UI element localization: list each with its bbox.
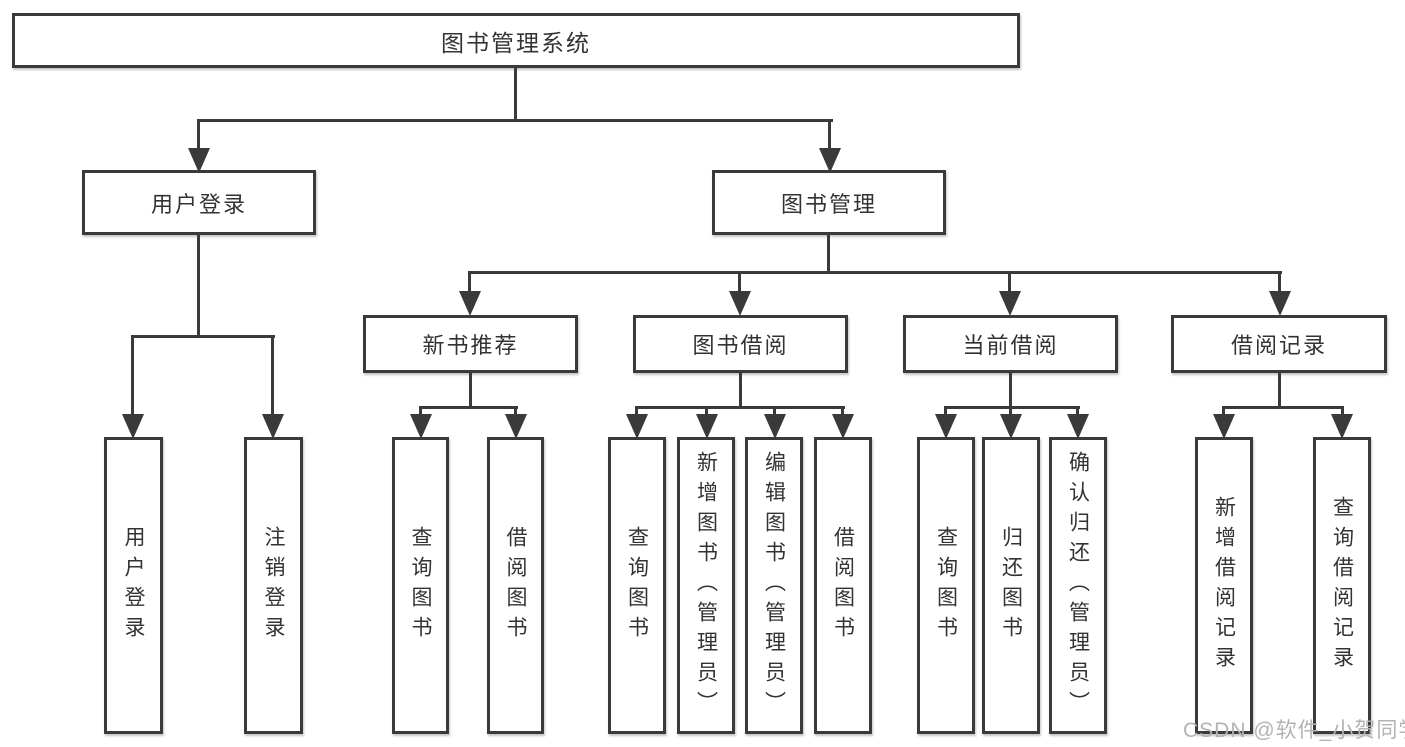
leaf-return-books: 归还图书: [982, 437, 1040, 734]
node-book-borrow-label: 图书借阅: [692, 333, 789, 358]
leaf-query-borrow-record: 查询借阅记录: [1313, 437, 1371, 734]
node-user-login-label: 用户登录: [150, 191, 247, 217]
leaf-query-books-recommend-label: 查询图书: [409, 525, 432, 646]
connector-line: [1008, 271, 1011, 293]
connector-line: [841, 406, 844, 418]
node-user-login: 用户登录: [82, 170, 316, 235]
connector-line: [773, 406, 776, 418]
arrow-down-icon: [729, 291, 751, 316]
leaf-query-books-recommend: 查询图书: [392, 437, 449, 734]
arrow-down-icon: [1213, 414, 1235, 439]
arrow-down-icon: [696, 414, 718, 439]
connector-line: [468, 271, 471, 293]
node-book-borrow: 图书借阅: [633, 315, 848, 373]
leaf-query-books-borrow-label: 查询图书: [625, 525, 649, 646]
leaf-borrow-books: 借阅图书: [814, 437, 872, 734]
arrow-down-icon: [1000, 414, 1022, 439]
leaf-logout-label: 注销登录: [262, 525, 285, 646]
connector-line: [944, 406, 947, 418]
leaf-query-borrow-record-label: 查询借阅记录: [1330, 495, 1354, 676]
connector-line: [1009, 406, 1012, 418]
connector-line: [1222, 406, 1225, 418]
connector-line: [1222, 406, 1344, 409]
connector-line: [944, 406, 1080, 409]
node-new-book-recommend-label: 新书推荐: [422, 333, 519, 358]
connector-line: [635, 406, 638, 418]
leaf-query-books-current: 查询图书: [917, 437, 975, 734]
arrow-down-icon: [122, 414, 144, 439]
connector-line: [469, 373, 472, 409]
node-library-system-label: 图书管理系统: [441, 29, 591, 56]
leaf-add-books-admin: 新增图书（管理员）: [677, 437, 735, 734]
node-current-borrow-label: 当前借阅: [962, 333, 1059, 358]
arrow-down-icon: [935, 414, 957, 439]
leaf-borrow-books-recommend: 借阅图书: [487, 437, 544, 734]
connector-line: [419, 406, 518, 409]
connector-line: [197, 235, 200, 338]
connector-line: [705, 406, 708, 418]
leaf-user-login: 用户登录: [104, 437, 163, 734]
arrow-down-icon: [1269, 291, 1291, 316]
connector-line: [828, 119, 831, 151]
arrow-down-icon: [832, 414, 854, 439]
leaf-edit-books-admin-label: 编辑图书（管理员）: [762, 450, 786, 721]
connector-line: [131, 335, 275, 338]
connector-line: [1009, 373, 1012, 409]
leaf-return-books-label: 归还图书: [999, 525, 1023, 646]
leaf-query-books-borrow: 查询图书: [608, 437, 666, 734]
connector-line: [197, 119, 200, 151]
connector-line: [419, 406, 422, 418]
connector-line: [468, 271, 1282, 274]
leaf-user-login-label: 用户登录: [122, 525, 145, 646]
connector-line: [635, 406, 845, 409]
node-new-book-recommend: 新书推荐: [363, 315, 578, 373]
connector-line: [197, 119, 833, 122]
leaf-edit-books-admin: 编辑图书（管理员）: [745, 437, 803, 734]
leaf-confirm-return-admin: 确认归还（管理员）: [1049, 437, 1107, 734]
connector-line: [1076, 406, 1079, 418]
connector-line: [514, 68, 517, 122]
connector-line: [739, 373, 742, 409]
node-library-system: 图书管理系统: [12, 13, 1020, 68]
arrow-down-icon: [819, 148, 841, 173]
arrow-down-icon: [999, 291, 1021, 316]
arrow-down-icon: [459, 291, 481, 316]
connector-line: [271, 335, 274, 418]
arrow-down-icon: [262, 414, 284, 439]
arrow-down-icon: [410, 414, 432, 439]
connector-line: [1278, 373, 1281, 409]
leaf-confirm-return-admin-label: 确认归还（管理员）: [1066, 450, 1090, 721]
node-borrow-records: 借阅记录: [1171, 315, 1387, 373]
leaf-borrow-books-label: 借阅图书: [831, 525, 855, 646]
leaf-add-borrow-record-label: 新增借阅记录: [1212, 495, 1236, 676]
leaf-add-borrow-record: 新增借阅记录: [1195, 437, 1253, 734]
leaf-add-books-admin-label: 新增图书（管理员）: [694, 450, 718, 721]
arrow-down-icon: [764, 414, 786, 439]
leaf-query-books-current-label: 查询图书: [934, 525, 958, 646]
arrow-down-icon: [1067, 414, 1089, 439]
arrow-down-icon: [626, 414, 648, 439]
arrow-down-icon: [188, 148, 210, 173]
connector-line: [514, 406, 517, 418]
connector-line: [827, 235, 830, 274]
connector-line: [1341, 406, 1344, 418]
connector-line: [738, 271, 741, 293]
watermark-text: CSDN @软件_小贺同学: [1183, 719, 1405, 742]
connector-line: [1278, 271, 1281, 293]
node-current-borrow: 当前借阅: [903, 315, 1118, 373]
node-book-management: 图书管理: [712, 170, 946, 235]
leaf-logout: 注销登录: [244, 437, 303, 734]
node-borrow-records-label: 借阅记录: [1230, 333, 1327, 358]
node-book-management-label: 图书管理: [780, 191, 877, 217]
arrow-down-icon: [1331, 414, 1353, 439]
arrow-down-icon: [505, 414, 527, 439]
connector-line: [131, 335, 134, 418]
leaf-borrow-books-recommend-label: 借阅图书: [504, 525, 527, 646]
